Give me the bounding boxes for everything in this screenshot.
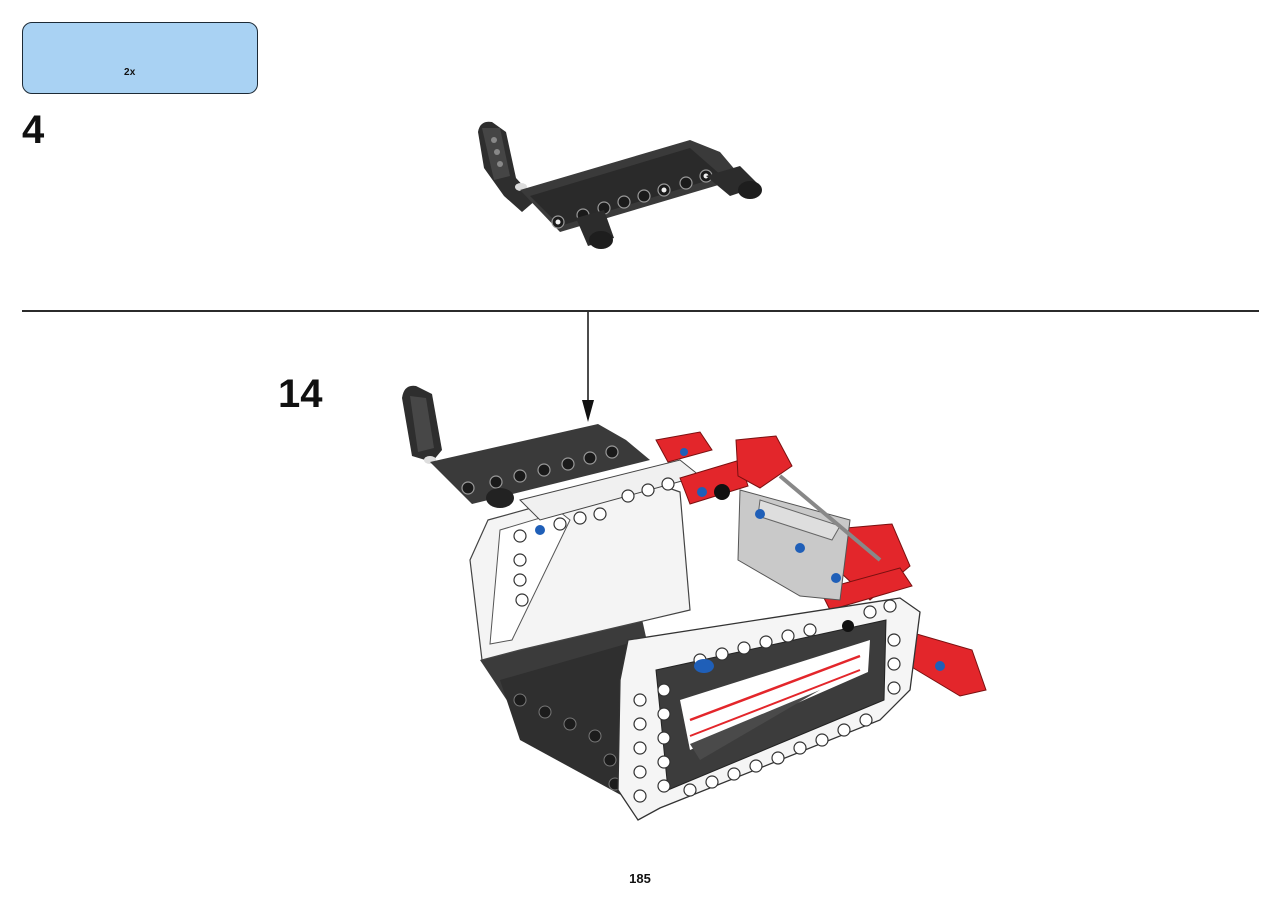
part-quantity: 2x xyxy=(124,67,136,78)
parts-list-box: 2x xyxy=(22,22,258,94)
base-dark-frame xyxy=(480,610,660,800)
step-divider xyxy=(22,310,1259,312)
substep-number: 4 xyxy=(22,108,45,152)
dark-beam-assembly-attached xyxy=(402,385,650,508)
dark-beam-assembly xyxy=(478,121,762,249)
page-number: 185 xyxy=(629,871,651,886)
white-frame-front xyxy=(617,597,921,821)
red-lever-mechanism xyxy=(655,431,987,697)
step-number: 14 xyxy=(278,372,323,416)
